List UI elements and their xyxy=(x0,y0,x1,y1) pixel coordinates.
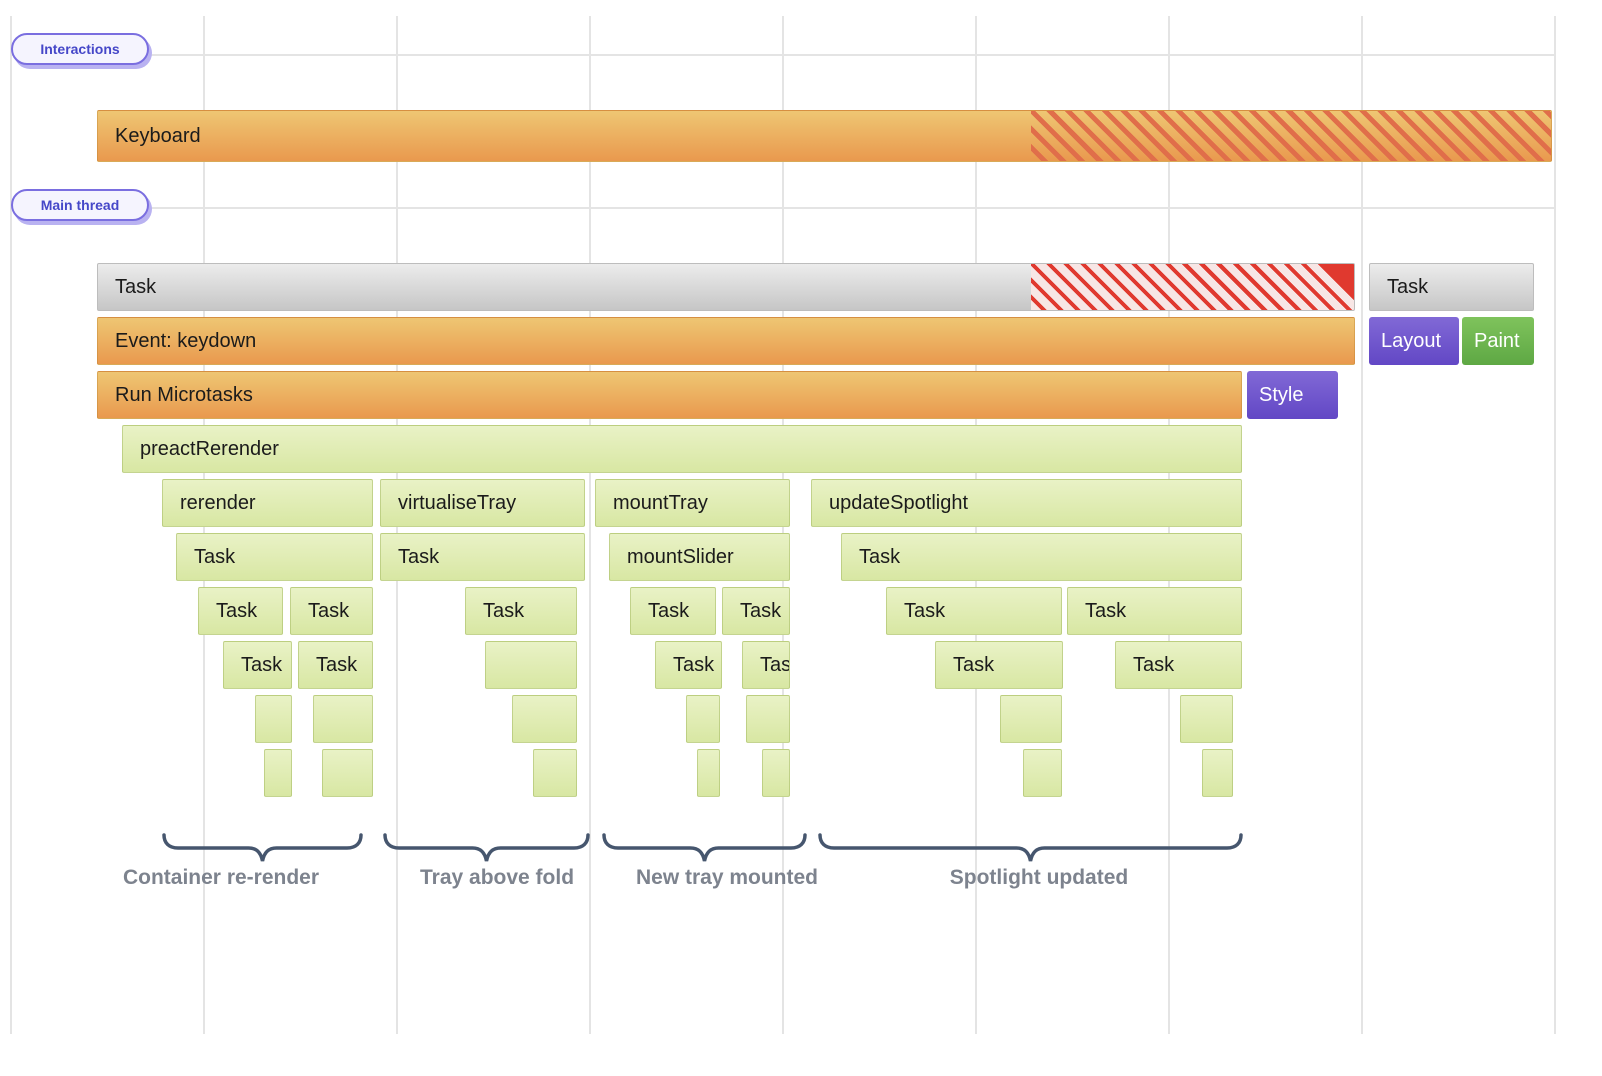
flame-bar-anon[interactable] xyxy=(762,749,790,797)
flame-bar-task[interactable]: Task xyxy=(630,587,716,635)
section-label-spotlight-updated: Spotlight updated xyxy=(950,866,1128,890)
flame-bar-task[interactable]: Task xyxy=(176,533,373,581)
overrun-hatch-orange xyxy=(1031,110,1552,162)
flame-bar-label: Task xyxy=(241,642,282,688)
flame-bar-task[interactable]: Task xyxy=(722,587,790,635)
track-pill-interactions[interactable]: Interactions xyxy=(11,33,149,65)
flame-bar-virtualisetray[interactable]: virtualiseTray xyxy=(380,479,585,527)
flame-bar-anon[interactable] xyxy=(485,641,577,689)
flame-bar-task[interactable]: Task xyxy=(465,587,577,635)
flame-bar-label: Task xyxy=(194,534,235,580)
flame-bar-label: Task xyxy=(483,588,524,634)
section-brace xyxy=(383,833,590,865)
gridline-horizontal xyxy=(10,54,1554,56)
flame-bar-label: Task xyxy=(1085,588,1126,634)
flame-bar-rerender[interactable]: rerender xyxy=(162,479,373,527)
long-task-corner-triangle xyxy=(1319,263,1355,299)
flame-bar-label: updateSpotlight xyxy=(829,480,968,526)
gridline-horizontal xyxy=(10,207,1554,209)
track-pill-interactions-label: Interactions xyxy=(40,41,119,57)
flame-bar-label: virtualiseTray xyxy=(398,480,516,526)
flame-bar-anon[interactable] xyxy=(1023,749,1062,797)
flame-bar-label: Task xyxy=(904,588,945,634)
track-pill-main-thread-label: Main thread xyxy=(41,197,120,213)
section-label-tray-above-fold: Tray above fold xyxy=(420,866,574,890)
section-brace xyxy=(602,833,807,865)
flame-bar-anon[interactable] xyxy=(533,749,577,797)
flame-bar-task[interactable]: Task xyxy=(886,587,1062,635)
flame-bar-task[interactable]: Task xyxy=(1115,641,1242,689)
flame-bar-label: Task xyxy=(398,534,439,580)
flame-bar-style[interactable]: Style xyxy=(1247,371,1338,419)
flame-bar-label: Task xyxy=(673,642,714,688)
flame-bar-label: Task xyxy=(216,588,257,634)
flame-bar-anon[interactable] xyxy=(322,749,373,797)
flame-bar-anon[interactable] xyxy=(264,749,292,797)
flame-bar-label: Task xyxy=(760,642,790,688)
flame-bar-label: preactRerender xyxy=(140,426,279,472)
flame-bar-anon[interactable] xyxy=(746,695,790,743)
flame-bar-updatespotlight[interactable]: updateSpotlight xyxy=(811,479,1242,527)
flame-bar-preactrerender[interactable]: preactRerender xyxy=(122,425,1242,473)
flame-bar-task[interactable]: Task xyxy=(841,533,1242,581)
section-brace xyxy=(818,833,1243,865)
track-pill-main-thread[interactable]: Main thread xyxy=(11,189,149,221)
flame-bar-label: mountSlider xyxy=(627,534,734,580)
flame-bar-label: Task xyxy=(648,588,689,634)
flame-bar-label: Layout xyxy=(1381,317,1441,365)
flame-bar-label: Style xyxy=(1259,371,1303,419)
gridline-vertical xyxy=(589,16,591,1034)
flame-bar-label: Task xyxy=(953,642,994,688)
flame-bar-label: Task xyxy=(1387,264,1428,310)
flame-bar-label: Task xyxy=(740,588,781,634)
flame-bar-mountslider[interactable]: mountSlider xyxy=(609,533,790,581)
gridline-vertical xyxy=(10,16,12,1034)
flame-bar-paint[interactable]: Paint xyxy=(1462,317,1534,365)
flame-bar-label: Event: keydown xyxy=(115,318,256,364)
flame-bar-label: Task xyxy=(308,588,349,634)
flame-bar-anon[interactable] xyxy=(255,695,292,743)
flame-bar-anon[interactable] xyxy=(686,695,720,743)
section-label-container-re-render: Container re-render xyxy=(123,866,319,890)
flame-bar-keyboard[interactable]: Keyboard xyxy=(97,110,1552,162)
flame-bar-task[interactable]: Task xyxy=(1067,587,1242,635)
flame-bar-layout[interactable]: Layout xyxy=(1369,317,1459,365)
flame-bar-event-keydown[interactable]: Event: keydown xyxy=(97,317,1355,365)
flame-bar-anon[interactable] xyxy=(512,695,577,743)
flame-bar-label: Task xyxy=(316,642,357,688)
flame-bar-task[interactable]: Task xyxy=(742,641,790,689)
gridline-vertical xyxy=(1361,16,1363,1034)
flame-bar-run-microtasks[interactable]: Run Microtasks xyxy=(97,371,1242,419)
flame-bar-label: Task xyxy=(859,534,900,580)
flame-bar-label: mountTray xyxy=(613,480,708,526)
flame-bar-anon[interactable] xyxy=(313,695,373,743)
flame-bar-task[interactable]: Task xyxy=(935,641,1063,689)
section-label-new-tray-mounted: New tray mounted xyxy=(636,866,818,890)
flame-bar-task[interactable]: Task xyxy=(223,641,292,689)
flame-bar-anon[interactable] xyxy=(1202,749,1233,797)
flame-bar-label: Paint xyxy=(1474,317,1520,365)
flame-bar-task[interactable]: Task xyxy=(97,263,1355,311)
flame-bar-mounttray[interactable]: mountTray xyxy=(595,479,790,527)
flame-bar-anon[interactable] xyxy=(697,749,720,797)
flame-bar-task[interactable]: Task xyxy=(290,587,373,635)
flame-bar-task[interactable]: Task xyxy=(1369,263,1534,311)
flame-bar-task[interactable]: Task xyxy=(655,641,722,689)
flame-bar-task[interactable]: Task xyxy=(198,587,283,635)
flame-bar-anon[interactable] xyxy=(1180,695,1233,743)
flame-bar-label: rerender xyxy=(180,480,256,526)
section-brace xyxy=(162,833,363,865)
flame-bar-label: Task xyxy=(1133,642,1174,688)
gridline-vertical xyxy=(1554,16,1556,1034)
flame-bar-task[interactable]: Task xyxy=(298,641,373,689)
flame-bar-label: Task xyxy=(115,264,156,310)
flame-bar-label: Run Microtasks xyxy=(115,372,253,418)
flame-bar-anon[interactable] xyxy=(1000,695,1062,743)
overrun-hatch-red xyxy=(1031,263,1355,311)
flame-bar-label: Keyboard xyxy=(115,111,201,161)
flame-bar-task[interactable]: Task xyxy=(380,533,585,581)
